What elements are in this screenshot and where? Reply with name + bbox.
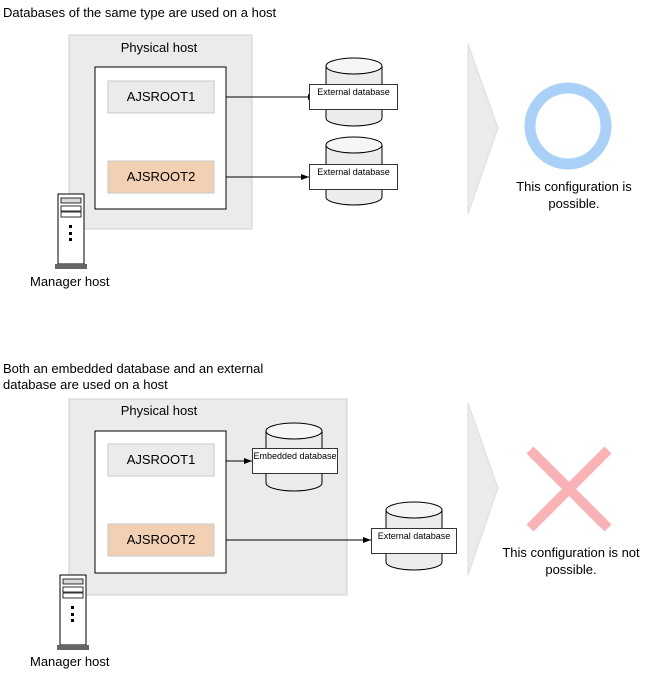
cross-ng-icon bbox=[526, 446, 612, 532]
external-database-label: External database bbox=[309, 164, 398, 190]
manager-host-label: Manager host bbox=[30, 654, 110, 669]
instance-ajsroot2-label: AJSROOT2 bbox=[126, 532, 196, 547]
panel-1 bbox=[55, 34, 612, 269]
configuration-status-text: This configuration is not possible. bbox=[502, 545, 640, 577]
panel-2 bbox=[57, 398, 612, 650]
external-database-label: External database bbox=[371, 528, 457, 554]
instance-ajsroot1-box bbox=[107, 80, 215, 114]
instance-ajsroot1-label: AJSROOT1 bbox=[126, 452, 196, 467]
configuration-status-text: This configuration is possible. bbox=[516, 179, 632, 211]
physical-host-label: Physical host bbox=[120, 403, 198, 418]
instance-ajsroot1-box bbox=[107, 443, 215, 477]
instance-ajsroot1-label: AJSROOT1 bbox=[126, 89, 196, 104]
manager-host-icon bbox=[55, 193, 87, 269]
panel-2-heading: Both an embedded database and an externa… bbox=[3, 361, 264, 392]
embedded-database-label: Embedded database bbox=[252, 448, 338, 474]
external-database-label: External database bbox=[309, 84, 398, 110]
instance-ajsroot2-box bbox=[107, 523, 215, 557]
panel-1-heading: Databases of the same type are used on a… bbox=[3, 5, 277, 20]
result-chevron bbox=[467, 43, 499, 215]
result-chevron bbox=[467, 402, 499, 576]
circle-ok-icon bbox=[524, 82, 612, 170]
instance-ajsroot2-label: AJSROOT2 bbox=[126, 169, 196, 184]
instance-ajsroot2-box bbox=[107, 160, 215, 194]
manager-host-label: Manager host bbox=[30, 274, 110, 289]
physical-host-label: Physical host bbox=[120, 40, 198, 55]
manager-host-icon bbox=[57, 574, 89, 650]
